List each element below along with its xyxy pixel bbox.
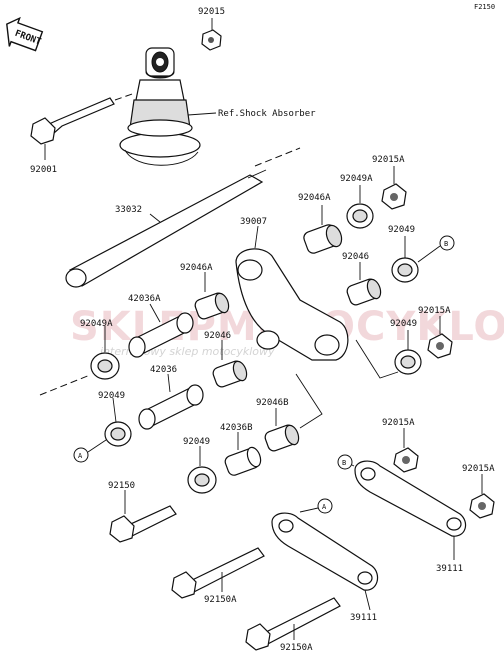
link-rod-39111-upper xyxy=(354,460,467,537)
label-92049a-left: 92049A xyxy=(80,319,113,329)
shock-absorber-ref xyxy=(119,47,217,166)
bearing-92046 xyxy=(346,278,382,306)
label-42036a: 42036A xyxy=(128,294,161,304)
callout-b2: B xyxy=(342,459,346,467)
seal-92049a-left xyxy=(90,352,120,380)
shaft-33032 xyxy=(65,169,267,288)
callout-b-icon xyxy=(439,235,455,251)
seal-92049-right xyxy=(391,257,419,283)
label-92049-mid: 92049 xyxy=(390,319,417,329)
bearing-92046b xyxy=(264,424,300,452)
label-92049-low: 92049 xyxy=(183,437,210,447)
link-rod-39111-lower xyxy=(271,512,379,591)
label-92150: 92150 xyxy=(108,481,135,491)
nut-92015a-top xyxy=(381,183,407,210)
bolt-92150a-lower xyxy=(245,597,341,651)
label-92015a-top: 92015A xyxy=(372,155,405,165)
label-92046-mid: 92046 xyxy=(204,331,231,341)
label-39111-lower: 39111 xyxy=(350,613,377,623)
label-42036: 42036 xyxy=(150,365,177,375)
label-92049a-top: 92049A xyxy=(340,174,373,184)
collar-42036b xyxy=(224,446,262,476)
label-92015a-low: 92015A xyxy=(382,418,415,428)
label-92046a-top: 92046A xyxy=(298,193,331,203)
label-92015-top: 92015 xyxy=(198,7,225,17)
label-92150a-lower: 92150A xyxy=(280,643,313,653)
bearing-92046a-top xyxy=(303,224,343,254)
label-92046: 92046 xyxy=(342,252,369,262)
nut-92015a-right xyxy=(427,333,453,359)
callout-a-icon xyxy=(73,447,89,463)
label-92015a-far: 92015A xyxy=(462,464,495,474)
bolt-92150a-upper xyxy=(171,547,265,599)
collar-42036a xyxy=(128,312,194,358)
nut-92015a-low xyxy=(393,447,419,473)
callout-b1: B xyxy=(444,240,448,248)
collar-42036 xyxy=(138,384,204,430)
callout-b-icon xyxy=(337,454,353,470)
callout-a1: A xyxy=(78,452,83,460)
seal-92049a-top xyxy=(346,203,374,229)
label-42036b: 42036B xyxy=(220,423,253,433)
label-92150a-upper: 92150A xyxy=(204,595,237,605)
label-39111-upper: 39111 xyxy=(436,564,463,574)
label-39007: 39007 xyxy=(240,217,267,227)
watermark-tagline: internetowy sklep motocyklowy xyxy=(100,345,275,358)
rocker-arm-39007 xyxy=(235,248,349,361)
label-92015a-right: 92015A xyxy=(418,306,451,316)
callout-a2: A xyxy=(322,503,327,511)
label-92001: 92001 xyxy=(30,165,57,175)
diagram-code: F2150 xyxy=(474,3,495,11)
bolt-92150 xyxy=(109,505,177,543)
label-92049-left: 92049 xyxy=(98,391,125,401)
label-92049-right: 92049 xyxy=(388,225,415,235)
label-92046a-mid: 92046A xyxy=(180,263,213,273)
label-33032: 33032 xyxy=(115,205,142,215)
nut-92015a-far xyxy=(469,493,495,519)
bearing-92046a-mid xyxy=(194,292,230,320)
callout-a-icon xyxy=(317,498,333,514)
ref-shock-absorber-label: Ref.Shock Absorber xyxy=(218,109,316,119)
front-arrow-icon: FRONT xyxy=(6,16,44,52)
seal-92049-left xyxy=(104,421,132,447)
bearing-92046-mid xyxy=(212,360,248,388)
label-92046b: 92046B xyxy=(256,398,289,408)
seal-92049-mid xyxy=(394,349,422,375)
seal-92049-low xyxy=(187,466,217,494)
bolt-92001 xyxy=(30,97,115,145)
nut-92015-top xyxy=(201,29,222,51)
